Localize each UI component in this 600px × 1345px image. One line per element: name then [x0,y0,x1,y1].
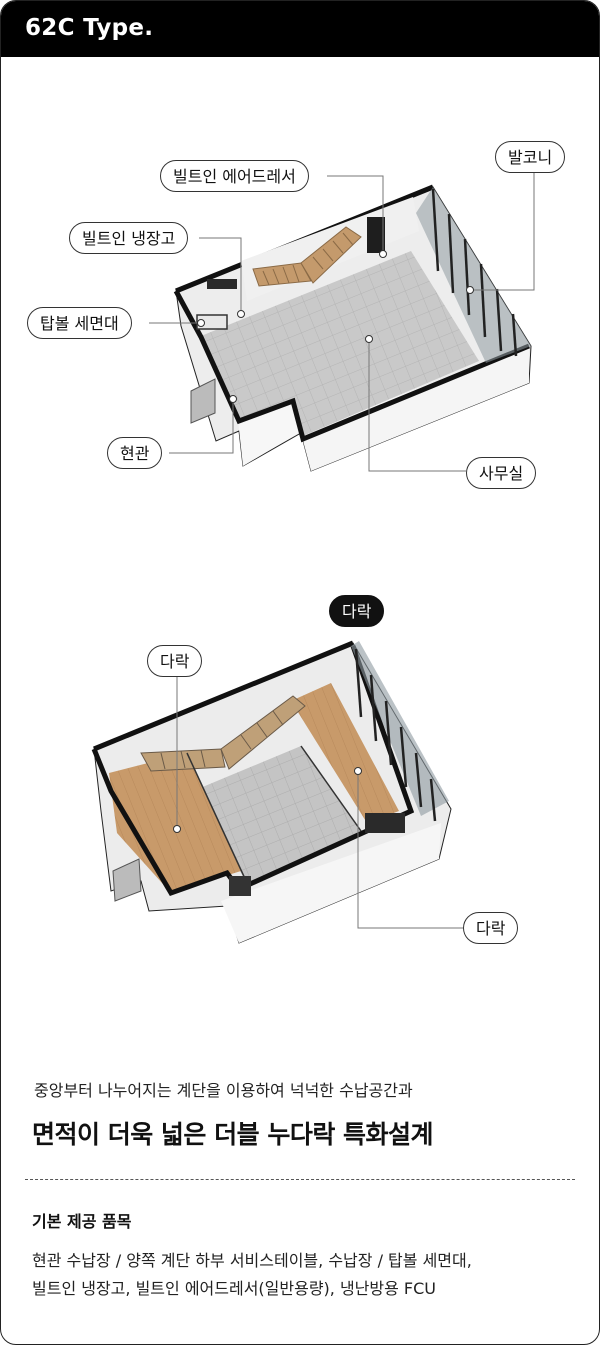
divider [25,1179,575,1180]
floor-plan-main: 빌트인 에어드레서 발코니 빌트인 냉장고 탑볼 세면대 현관 사무실 [1,141,599,521]
label-attic-badge: 다락 [329,595,385,627]
basic-items-title: 기본 제공 품목 [32,1212,132,1231]
basic-items-line-2: 빌트인 냉장고, 빌트인 에어드레서(일반용량), 냉난방용 FCU [32,1279,437,1298]
label-attic-right: 다락 [463,912,519,944]
floor-plan-attic-illustration [91,640,463,944]
caption-title: 면적이 더욱 넓은 더블 누다락 특화설계 [32,1120,434,1149]
type-title: 62C Type. [25,15,154,41]
label-fridge: 빌트인 냉장고 [69,222,189,254]
caption-subtitle: 중앙부터 나누어지는 계단을 이용하여 넉넉한 수납공간과 [34,1081,413,1100]
label-entrance: 현관 [107,437,163,469]
label-sink: 탑볼 세면대 [27,307,132,339]
floor-plan-main-illustration [149,171,535,472]
header-bar: 62C Type. [1,1,599,57]
basic-items-line-1: 현관 수납장 / 양쪽 계단 하부 서비스테이블, 수납장 / 탑볼 세면대, [32,1251,472,1270]
label-attic-left: 다락 [147,645,203,677]
label-balcony: 발코니 [495,141,566,173]
label-airdresser: 빌트인 에어드레서 [160,160,309,192]
floor-plan-attic: 다락 다락 다락 [1,594,599,954]
label-office: 사무실 [466,457,537,489]
